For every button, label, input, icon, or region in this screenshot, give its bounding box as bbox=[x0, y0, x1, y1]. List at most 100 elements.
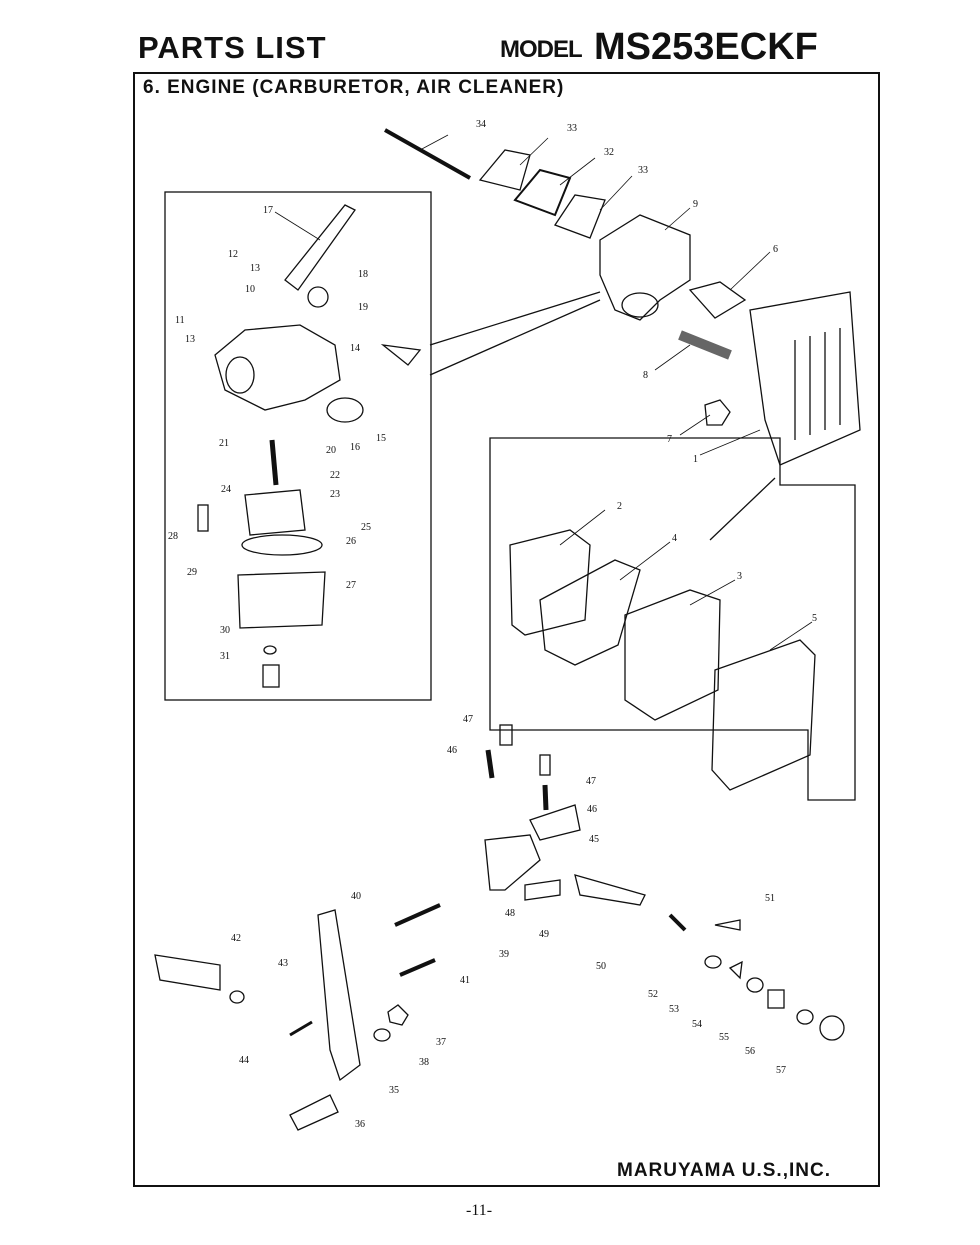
washer-56 bbox=[796, 1009, 814, 1025]
callout-15: 15 bbox=[376, 433, 386, 444]
callout-17: 17 bbox=[263, 205, 273, 216]
section-title: 6. ENGINE (CARBURETOR, AIR CLEANER) bbox=[143, 77, 565, 98]
callout-29: 29 bbox=[187, 567, 197, 578]
callout-49: 49 bbox=[539, 929, 549, 940]
spring-46-right bbox=[542, 784, 549, 811]
callout-22: 22 bbox=[330, 470, 340, 481]
gasket-26 bbox=[241, 534, 323, 556]
spring-41 bbox=[399, 958, 436, 977]
choke-lever-17 bbox=[284, 204, 356, 291]
bolt-48 bbox=[524, 879, 561, 901]
cover-5 bbox=[711, 639, 816, 791]
callout-40: 40 bbox=[351, 891, 361, 902]
callout-39: 39 bbox=[499, 949, 509, 960]
spring-57 bbox=[819, 1015, 845, 1041]
lever-49 bbox=[574, 874, 646, 906]
callout-31: 31 bbox=[220, 651, 230, 662]
pin-44 bbox=[289, 1020, 313, 1037]
callout-2: 2 bbox=[617, 501, 622, 512]
air-cleaner-detail-inset bbox=[489, 437, 856, 801]
callout-14: 14 bbox=[350, 343, 360, 354]
callout-25: 25 bbox=[361, 522, 371, 533]
page-number: -11- bbox=[466, 1202, 493, 1219]
callout-53: 53 bbox=[669, 1004, 679, 1015]
callout-13b: 13 bbox=[185, 334, 195, 345]
plate-bracket bbox=[484, 834, 541, 891]
callout-37: 37 bbox=[436, 1037, 446, 1048]
gasket-parts-32-33 bbox=[478, 149, 606, 239]
needle-21 bbox=[269, 439, 279, 486]
lever-14 bbox=[380, 344, 422, 366]
callout-48: 48 bbox=[505, 908, 515, 919]
callout-27: 27 bbox=[346, 580, 356, 591]
screw-47-top bbox=[499, 724, 513, 746]
screw-51 bbox=[714, 919, 741, 931]
callout-21: 21 bbox=[219, 438, 229, 449]
callout-13a: 13 bbox=[250, 263, 260, 274]
callout-20: 20 bbox=[326, 445, 336, 456]
lever-rod-42 bbox=[154, 954, 221, 991]
washer-30 bbox=[263, 645, 277, 655]
callout-leaders bbox=[274, 134, 813, 651]
callout-labels: 1 2 3 4 5 6 7 8 9 10 11 12 13 13 14 15 1… bbox=[168, 119, 817, 1130]
screw-28 bbox=[197, 504, 209, 532]
washer-52 bbox=[704, 955, 722, 969]
callout-8: 8 bbox=[643, 370, 648, 381]
parts-list-title: PARTS LIST bbox=[138, 30, 327, 65]
callout-7: 7 bbox=[667, 434, 672, 445]
callout-12: 12 bbox=[228, 249, 238, 260]
callout-3: 3 bbox=[737, 571, 742, 582]
company-name: MARUYAMA U.S.,INC. bbox=[617, 1160, 831, 1181]
callout-11: 11 bbox=[175, 315, 185, 326]
callout-30: 30 bbox=[220, 625, 230, 636]
callout-45: 45 bbox=[589, 834, 599, 845]
callout-47a: 47 bbox=[463, 714, 473, 725]
filter-element-3 bbox=[624, 589, 721, 721]
throttle-lever-35 bbox=[317, 909, 361, 1082]
callout-36: 36 bbox=[355, 1119, 365, 1130]
float-bowl-27 bbox=[237, 571, 326, 629]
bolt-36 bbox=[289, 1094, 339, 1131]
callout-38: 38 bbox=[419, 1057, 429, 1068]
callout-44: 44 bbox=[239, 1055, 249, 1066]
callout-54: 54 bbox=[692, 1019, 702, 1030]
callout-16: 16 bbox=[350, 442, 360, 453]
drain-screw-31 bbox=[262, 664, 280, 688]
plate-18 bbox=[307, 286, 329, 308]
callout-35: 35 bbox=[389, 1085, 399, 1096]
callout-42: 42 bbox=[231, 933, 241, 944]
gasket-4 bbox=[539, 559, 641, 666]
pin-50 bbox=[668, 913, 687, 932]
callout-4: 4 bbox=[672, 533, 677, 544]
callout-26: 26 bbox=[346, 536, 356, 547]
stud-part-34 bbox=[384, 128, 471, 180]
callout-6: 6 bbox=[773, 244, 778, 255]
callout-9: 9 bbox=[693, 199, 698, 210]
carburetor-assembly-9 bbox=[599, 214, 691, 321]
gasket-part-6 bbox=[688, 281, 747, 319]
callout-23: 23 bbox=[330, 489, 340, 500]
callout-47b: 47 bbox=[586, 776, 596, 787]
callout-46a: 46 bbox=[447, 745, 457, 756]
callout-5: 5 bbox=[812, 613, 817, 624]
diagram-frame bbox=[133, 72, 880, 1187]
bracket-45 bbox=[529, 804, 581, 841]
callout-43: 43 bbox=[278, 958, 288, 969]
model-prefix: MODEL bbox=[500, 36, 583, 63]
carburetor-detail-inset bbox=[164, 191, 432, 701]
spring-46-left bbox=[485, 749, 495, 779]
washer-43 bbox=[229, 990, 245, 1004]
carburetor-body bbox=[214, 324, 341, 411]
callout-33a: 33 bbox=[567, 123, 577, 134]
callout-10: 10 bbox=[245, 284, 255, 295]
callout-46b: 46 bbox=[587, 804, 597, 815]
float-24 bbox=[244, 489, 306, 536]
hose-part-8 bbox=[678, 330, 732, 360]
bushing-55 bbox=[767, 989, 785, 1009]
model-number: MS253ECKF bbox=[594, 26, 818, 68]
callout-1: 1 bbox=[693, 454, 698, 465]
callout-24: 24 bbox=[221, 484, 231, 495]
callout-50: 50 bbox=[596, 961, 606, 972]
washer-54 bbox=[746, 977, 764, 993]
